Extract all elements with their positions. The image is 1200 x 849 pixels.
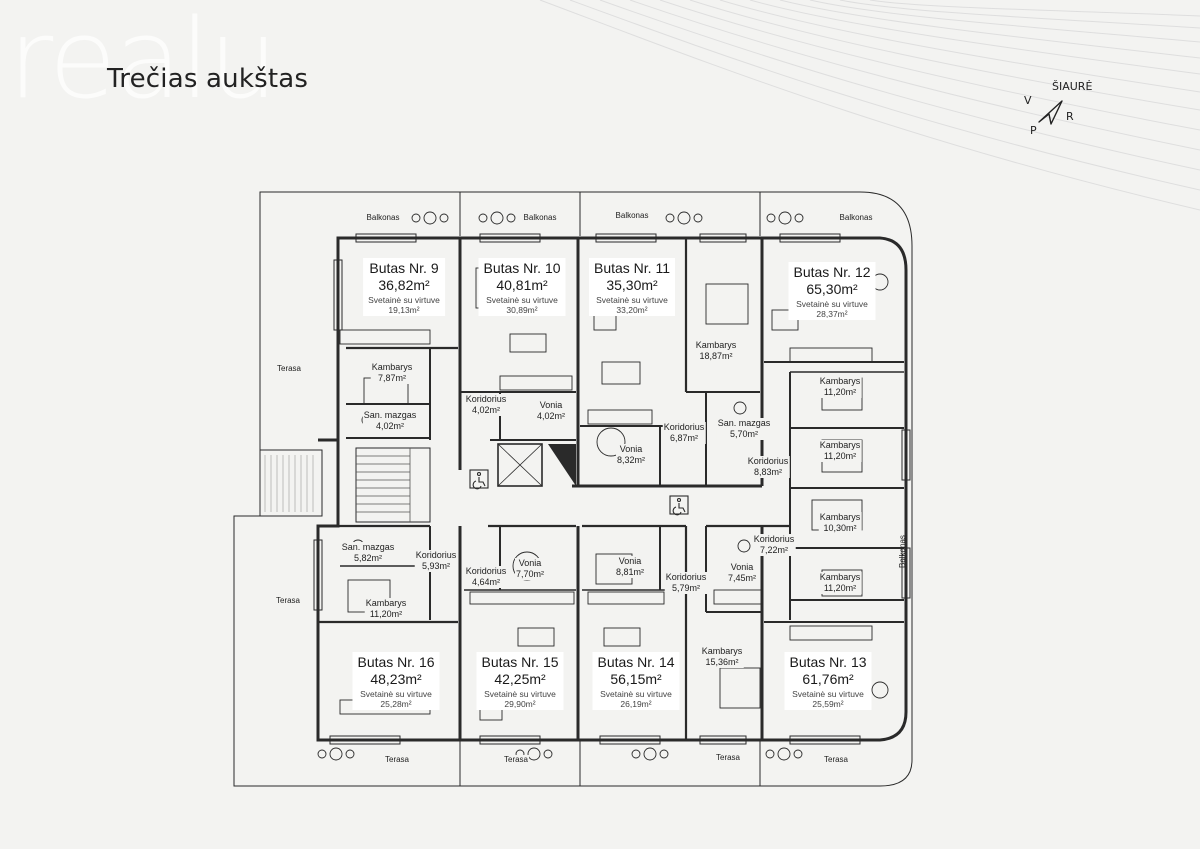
room-name: Svetainė su virtuve — [596, 295, 668, 305]
apartment-name: Butas Nr. 11 — [593, 260, 671, 276]
brand-watermark: realu — [8, 0, 278, 123]
room-name: Svetainė su virtuve — [792, 689, 864, 699]
apartment-card-10[interactable]: Butas Nr. 10 40,81m² Svetainė su virtuve… — [478, 258, 566, 316]
room-area: 25,28m² — [380, 699, 412, 709]
apartment-card-11[interactable]: Butas Nr. 11 35,30m² Svetainė su virtuve… — [588, 258, 676, 316]
apartment-area: 48,23m² — [370, 671, 422, 687]
apartment-name: Butas Nr. 10 — [483, 260, 561, 276]
room-area: 28,37m² — [816, 309, 848, 319]
terrace-label: Terasa — [274, 596, 302, 605]
room-name: Svetainė su virtuve — [600, 689, 672, 699]
compass-south: P — [1030, 124, 1037, 137]
apartment-name: Butas Nr. 9 — [369, 260, 439, 276]
compass-west: V — [1024, 94, 1032, 107]
room-name: Svetainė su virtuve — [368, 295, 440, 305]
compass-rose: ŠIAURĖ V R P — [1020, 76, 1110, 146]
balcony-label: Balkonas — [522, 213, 558, 222]
terrace-label: Terasa — [275, 364, 303, 373]
room-name: Svetainė su virtuve — [486, 295, 558, 305]
apartment-area: 61,76m² — [802, 671, 854, 687]
apartment-name: Butas Nr. 13 — [789, 654, 867, 670]
apartment-card-12[interactable]: Butas Nr. 12 65,30m² Svetainė su virtuve… — [788, 262, 876, 320]
compass-arrow-icon — [1038, 100, 1063, 125]
apartment-name: Butas Nr. 14 — [597, 654, 675, 670]
apartment-card-14[interactable]: Butas Nr. 14 56,15m² Svetainė su virtuve… — [592, 652, 680, 710]
balcony-label: Balkonas — [838, 213, 874, 222]
floor-title: Trečias aukštas — [107, 64, 309, 94]
room-area: 33,20m² — [616, 305, 648, 315]
apartment-card-16[interactable]: Butas Nr. 16 48,23m² Svetainė su virtuve… — [352, 652, 440, 710]
apartment-area: 36,82m² — [378, 277, 430, 293]
apartment-area: 65,30m² — [806, 281, 858, 297]
balcony-label: Balkonas — [365, 213, 401, 222]
compass-north: ŠIAURĖ — [1052, 80, 1093, 93]
room-name: Svetainė su virtuve — [484, 689, 556, 699]
room-area: 26,19m² — [620, 699, 652, 709]
terrace-label: Terasa — [714, 753, 742, 762]
terrace-label: Terasa — [502, 755, 530, 764]
room-name: Svetainė su virtuve — [796, 299, 868, 309]
apartment-card-9[interactable]: Butas Nr. 9 36,82m² Svetainė su virtuve … — [363, 258, 445, 316]
room-area: 25,59m² — [812, 699, 844, 709]
apartment-name: Butas Nr. 16 — [357, 654, 435, 670]
terrace-label: Terasa — [383, 755, 411, 764]
apartment-card-15[interactable]: Butas Nr. 15 42,25m² Svetainė su virtuve… — [476, 652, 564, 710]
apartment-name: Butas Nr. 15 — [481, 654, 559, 670]
room-name: Svetainė su virtuve — [360, 689, 432, 699]
balcony-label: Balkonas — [614, 211, 650, 220]
compass-east: R — [1066, 110, 1074, 123]
apartment-area: 35,30m² — [606, 277, 658, 293]
apartment-area: 40,81m² — [496, 277, 548, 293]
room-area: 30,89m² — [506, 305, 538, 315]
apartment-area: 42,25m² — [494, 671, 546, 687]
balcony-label-vertical: Balkonas — [898, 535, 907, 568]
room-area: 19,13m² — [388, 305, 420, 315]
room-area: 29,90m² — [504, 699, 536, 709]
apartment-card-13[interactable]: Butas Nr. 13 61,76m² Svetainė su virtuve… — [784, 652, 872, 710]
terrace-label: Terasa — [822, 755, 850, 764]
apartment-area: 56,15m² — [610, 671, 662, 687]
apartment-name: Butas Nr. 12 — [793, 264, 871, 280]
